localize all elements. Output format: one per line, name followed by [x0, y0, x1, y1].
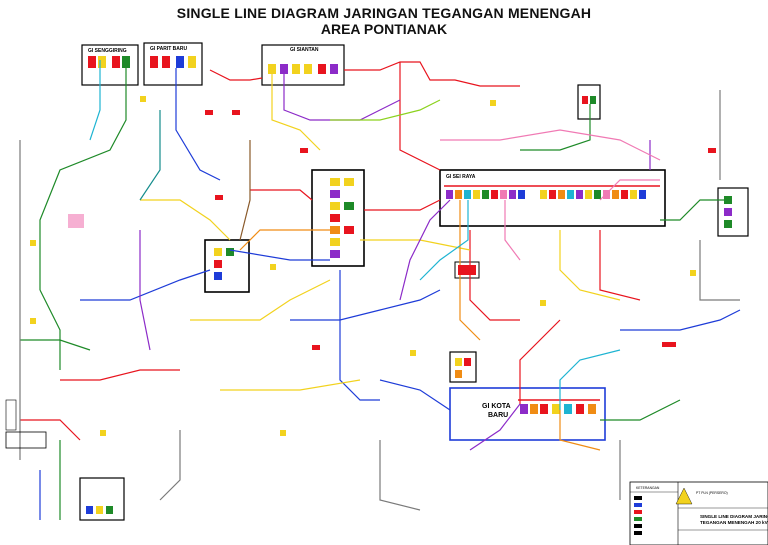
substation-label: GI SENGGIRING — [88, 48, 127, 54]
substation-label-2: BARU — [488, 412, 508, 419]
substation-senggiring[interactable]: GI SENGGIRING — [81, 44, 139, 86]
legend-title: KETERANGAN — [636, 486, 660, 490]
title-block: KETERANGAN PT PLN (PERSERO) SINGLE LINE … — [629, 481, 768, 545]
diagram-title-line2: AREA PONTIANAK — [320, 21, 448, 37]
substation-parit-baru[interactable]: GI PARIT BARU — [143, 42, 203, 86]
substation-center[interactable] — [311, 169, 365, 267]
feeder-lines — [19, 60, 741, 520]
substation-label: GI PARIT BARU — [150, 46, 188, 52]
substation-kota-baru[interactable]: GI KOTA BARU — [449, 387, 606, 441]
substation-label: GI SEI RAYA — [446, 174, 476, 180]
substation-mid-right-small[interactable] — [449, 261, 480, 383]
diagram-title-line1: SINGLE LINE DIAGRAM JARINGAN TEGANGAN ME… — [176, 5, 592, 21]
substation-label: GI KOTA — [482, 403, 511, 410]
substation-small-top-right[interactable] — [577, 84, 601, 120]
title-block-heading-2: TEGANGAN MENENGAH 20 kV — [700, 520, 768, 525]
substation-siantan[interactable]: GI SIANTAN — [261, 44, 345, 86]
substation-left-mid[interactable] — [204, 239, 250, 293]
lightning-logo-icon — [675, 487, 693, 505]
substation-bottom-left[interactable] — [79, 477, 125, 521]
substation-right-side[interactable] — [717, 187, 749, 237]
title-block-heading-1: SINGLE LINE DIAGRAM JARINGAN — [700, 514, 768, 519]
feeder-nodes — [5, 96, 716, 449]
company-name: PT PLN (PERSERO) — [696, 491, 728, 495]
substation-sei-raya[interactable]: GI SEI RAYA — [439, 169, 666, 227]
substation-label: GI SIANTAN — [290, 47, 319, 53]
